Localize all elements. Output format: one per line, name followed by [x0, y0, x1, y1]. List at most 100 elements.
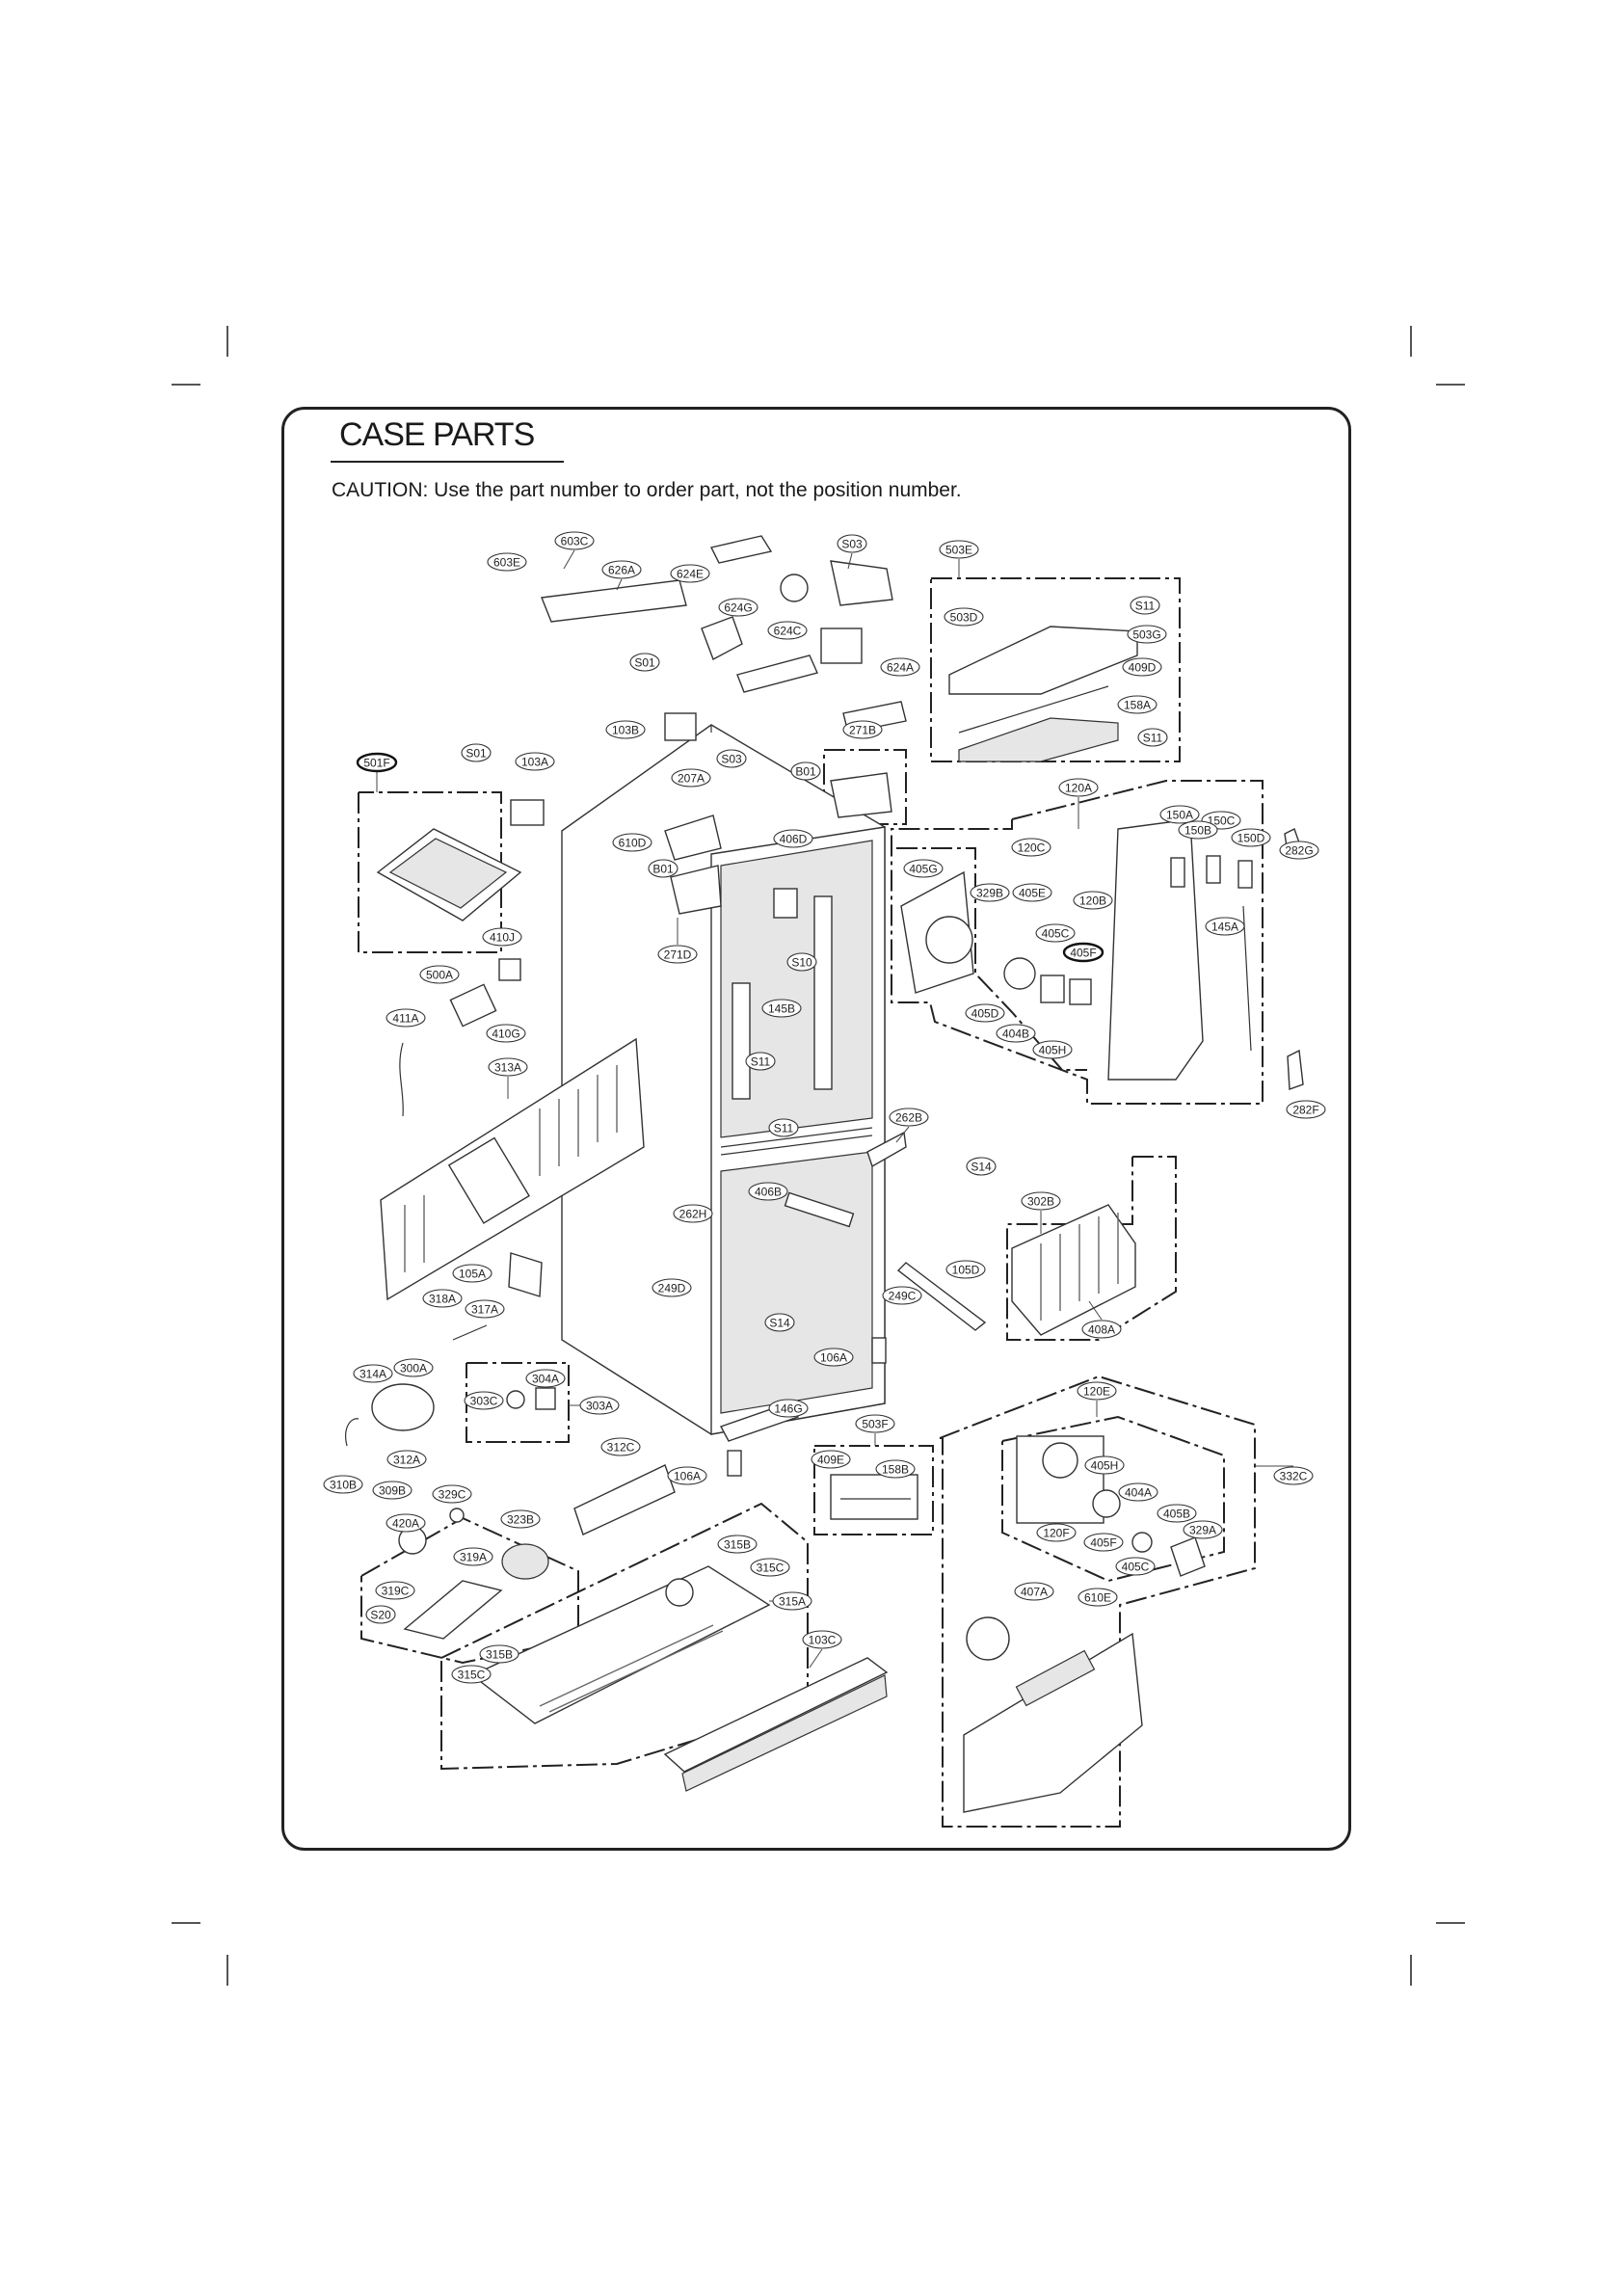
callout-bubble	[1078, 1588, 1118, 1607]
power-cord-411A	[399, 1042, 404, 1117]
machine-cover-313A	[380, 958, 645, 1301]
crop-mark	[226, 326, 228, 357]
callout-text: 405G	[909, 863, 937, 876]
callout-text: S01	[634, 656, 655, 670]
callout-text: 314A	[359, 1368, 386, 1381]
callout-610e: 610E	[1078, 1588, 1118, 1607]
callout-bubble	[1122, 657, 1162, 677]
callout-text: 150A	[1166, 809, 1193, 822]
callout-262h: 262H	[673, 1204, 713, 1223]
callout-text: S03	[841, 538, 863, 551]
callout-bubble	[356, 752, 398, 773]
callout-text: 312C	[607, 1441, 635, 1455]
part-319A	[403, 1580, 503, 1640]
callout-bubble	[667, 1466, 707, 1485]
callout-bubble	[855, 1414, 895, 1433]
content-frame	[281, 407, 1351, 1851]
callout-b01: B01	[648, 859, 678, 878]
callout-bubble	[453, 1547, 493, 1566]
callout-s11: S11	[745, 1052, 776, 1071]
callout-text: 315B	[724, 1538, 751, 1552]
callout-405f: 405F	[1062, 942, 1104, 963]
callout-bubble	[671, 768, 711, 788]
callout-text: 626A	[608, 564, 635, 577]
callout-text: 603E	[493, 556, 520, 570]
callout-103c: 103C	[802, 1630, 842, 1649]
callout-bubble	[1036, 1523, 1077, 1542]
callout-bubble	[323, 1475, 363, 1494]
callout-bubble	[461, 743, 492, 762]
callout-text: 150C	[1208, 814, 1236, 828]
caution-note: CAUTION: Use the part number to order pa…	[332, 479, 962, 501]
callout-text: 150B	[1184, 824, 1211, 838]
callout-610d: 610D	[612, 833, 652, 852]
callout-bubble	[1084, 1455, 1125, 1475]
callout-s11: S11	[1130, 596, 1160, 615]
callout-262b: 262B	[889, 1108, 929, 1127]
callout-314a: 314A	[353, 1364, 393, 1383]
callout-text: 404B	[1002, 1028, 1029, 1041]
part-323B	[501, 1543, 549, 1580]
callout-text: 318A	[429, 1293, 456, 1306]
title-underline	[331, 461, 564, 463]
group-outline-302B	[1006, 1156, 1177, 1341]
callout-bubble	[1130, 596, 1160, 615]
callout-text: 410J	[490, 931, 515, 945]
callout-text: B01	[795, 765, 816, 779]
callout-text: S10	[791, 956, 812, 970]
callout-text: 405E	[1019, 887, 1046, 900]
cover-158A	[958, 717, 1119, 762]
callout-bubble	[386, 1008, 426, 1028]
callout-120e: 120E	[1077, 1381, 1117, 1401]
callout-bubble	[365, 1605, 396, 1624]
callout-bubble	[1032, 1040, 1073, 1059]
callout-bubble	[386, 1513, 426, 1533]
callout-120f: 120F	[1036, 1523, 1077, 1542]
callout-626a: 626A	[601, 560, 642, 579]
callout-text: 624A	[887, 661, 914, 675]
callout-text: 332C	[1280, 1470, 1308, 1483]
callout-text: 249C	[889, 1290, 917, 1303]
callout-bubble	[488, 1057, 528, 1077]
callout-103b: 103B	[605, 720, 646, 739]
part-103A	[510, 799, 545, 826]
part-405F-upper	[1069, 978, 1092, 1005]
callout-text: 319C	[382, 1585, 410, 1598]
callout-319c: 319C	[375, 1581, 415, 1600]
callout-text: 249D	[658, 1282, 686, 1295]
callout-bubble	[554, 531, 595, 550]
callout-text: 282F	[1292, 1104, 1318, 1117]
callout-text: 304A	[532, 1373, 559, 1386]
callout-text: 420A	[392, 1517, 419, 1531]
callout-text: 501F	[363, 757, 389, 770]
callout-158a: 158A	[1117, 695, 1157, 714]
callout-282f: 282F	[1286, 1100, 1326, 1119]
mid-parts	[573, 1131, 1136, 1535]
callout-text: 105D	[952, 1264, 980, 1277]
callout-text: 106A	[674, 1470, 701, 1483]
motor-405H	[1092, 1489, 1121, 1518]
callout-332c: 332C	[1273, 1466, 1314, 1485]
callout-text: 309B	[379, 1484, 406, 1498]
callout-text: 310B	[330, 1479, 357, 1492]
callout-text: 302B	[1027, 1195, 1054, 1209]
callout-bubble	[451, 1665, 492, 1684]
callout-text: 329A	[1189, 1524, 1216, 1537]
callout-bubble	[353, 1364, 393, 1383]
callout-207a: 207A	[671, 768, 711, 788]
callout-bubble	[718, 598, 758, 617]
callout-249d: 249D	[652, 1278, 692, 1297]
callout-text: 405B	[1163, 1508, 1190, 1521]
callout-bubble	[629, 653, 660, 672]
callout-text: 313A	[494, 1061, 521, 1075]
callout-bubble	[1014, 1582, 1054, 1601]
callout-text: 315A	[779, 1595, 806, 1609]
part-406D	[773, 888, 798, 919]
callout-304a: 304A	[525, 1369, 566, 1388]
callout-bubble	[1083, 1533, 1124, 1552]
callout-300a: 300A	[393, 1358, 434, 1377]
callout-text: 103A	[521, 756, 548, 769]
callout-bubble	[786, 952, 817, 972]
callout-503e: 503E	[939, 540, 979, 559]
